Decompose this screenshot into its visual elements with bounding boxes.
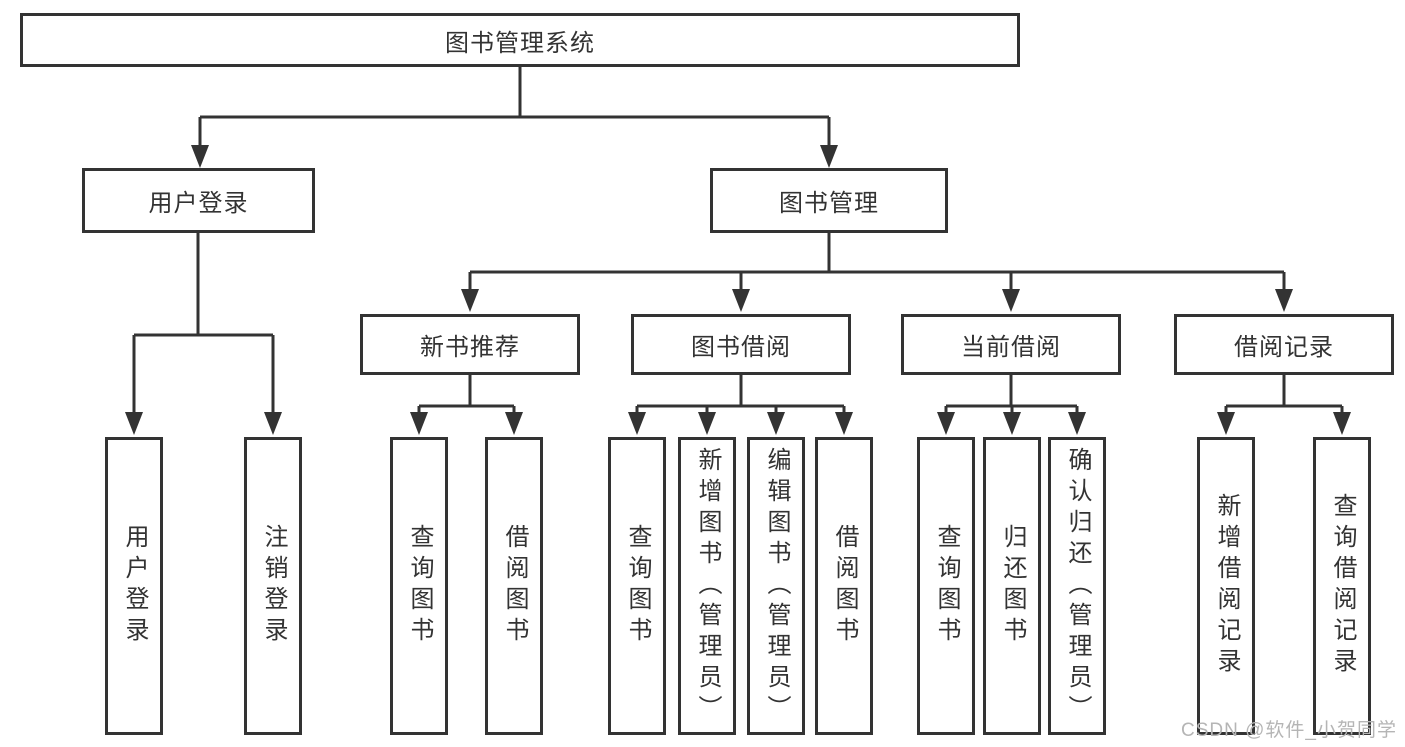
arrowhead-icon — [628, 412, 646, 435]
node-new-book-recommendation: 新书推荐 — [360, 314, 580, 375]
arrowhead-icon — [767, 412, 785, 435]
arrowhead-icon — [264, 412, 282, 435]
leaf-label: 新增借阅记录 — [1213, 493, 1240, 679]
node-borrowing-records: 借阅记录 — [1174, 314, 1394, 375]
leaf-current-confirm-return-admin: 确认归还（管理员） — [1048, 437, 1106, 735]
arrowhead-icon — [1068, 412, 1086, 435]
leaf-label: 查询图书 — [933, 524, 960, 648]
arrowhead-icon — [1275, 289, 1293, 312]
arrowhead-icon — [1333, 412, 1351, 435]
tree-edges — [132, 67, 1344, 415]
leaf-borrowing-borrow-books: 借阅图书 — [815, 437, 873, 735]
leaf-logout: 注销登录 — [244, 437, 302, 735]
leaf-label: 归还图书 — [999, 524, 1026, 648]
leaf-borrowing-add-books-admin: 新增图书（管理员） — [678, 437, 736, 735]
node-label: 用户登录 — [148, 190, 249, 217]
arrowhead-icon — [125, 412, 143, 435]
arrowhead-icon — [1217, 412, 1235, 435]
leaf-user-login: 用户登录 — [105, 437, 163, 735]
leaf-label: 借阅图书 — [831, 524, 858, 648]
arrowhead-icon — [698, 412, 716, 435]
arrowhead-icon — [732, 289, 750, 312]
leaf-recommend-query-books: 查询图书 — [390, 437, 448, 735]
arrowheads — [125, 145, 1351, 435]
node-label: 图书管理系统 — [445, 29, 595, 57]
leaf-current-return-books: 归还图书 — [983, 437, 1041, 735]
leaf-recommend-borrow-books: 借阅图书 — [485, 437, 543, 735]
leaf-label: 确认归还（管理员） — [1064, 446, 1091, 726]
arrowhead-icon — [191, 145, 209, 168]
leaf-label: 查询图书 — [406, 524, 433, 648]
leaf-label: 新增图书（管理员） — [694, 446, 721, 726]
leaf-label: 查询图书 — [624, 524, 651, 648]
arrowhead-icon — [820, 145, 838, 168]
leaf-label: 借阅图书 — [501, 524, 528, 648]
arrowhead-icon — [410, 412, 428, 435]
leaf-label: 编辑图书（管理员） — [763, 446, 790, 726]
leaf-current-query-books: 查询图书 — [917, 437, 975, 735]
node-label: 图书管理 — [779, 190, 879, 217]
leaf-records-add-borrow-record: 新增借阅记录 — [1197, 437, 1255, 735]
node-user-login: 用户登录 — [82, 168, 315, 233]
leaf-records-query-borrow-record: 查询借阅记录 — [1313, 437, 1371, 735]
leaf-borrowing-edit-books-admin: 编辑图书（管理员） — [747, 437, 805, 735]
csdn-watermark: CSDN @软件_小贺同学 — [1181, 720, 1397, 741]
arrowhead-icon — [937, 412, 955, 435]
arrowhead-icon — [461, 289, 479, 312]
node-library-management-system: 图书管理系统 — [20, 13, 1020, 67]
leaf-label: 用户登录 — [121, 524, 148, 648]
leaf-label: 注销登录 — [260, 524, 287, 648]
node-book-management: 图书管理 — [710, 168, 948, 233]
node-label: 图书借阅 — [691, 334, 791, 361]
leaf-borrowing-query-books: 查询图书 — [608, 437, 666, 735]
arrowhead-icon — [835, 412, 853, 435]
node-book-borrowing: 图书借阅 — [631, 314, 851, 375]
arrowhead-icon — [505, 412, 523, 435]
node-current-borrowing: 当前借阅 — [901, 314, 1121, 375]
arrowhead-icon — [1002, 289, 1020, 312]
node-label: 当前借阅 — [961, 334, 1061, 361]
arrowhead-icon — [1003, 412, 1021, 435]
node-label: 新书推荐 — [420, 334, 520, 361]
leaf-label: 查询借阅记录 — [1329, 493, 1356, 679]
node-label: 借阅记录 — [1234, 334, 1334, 361]
